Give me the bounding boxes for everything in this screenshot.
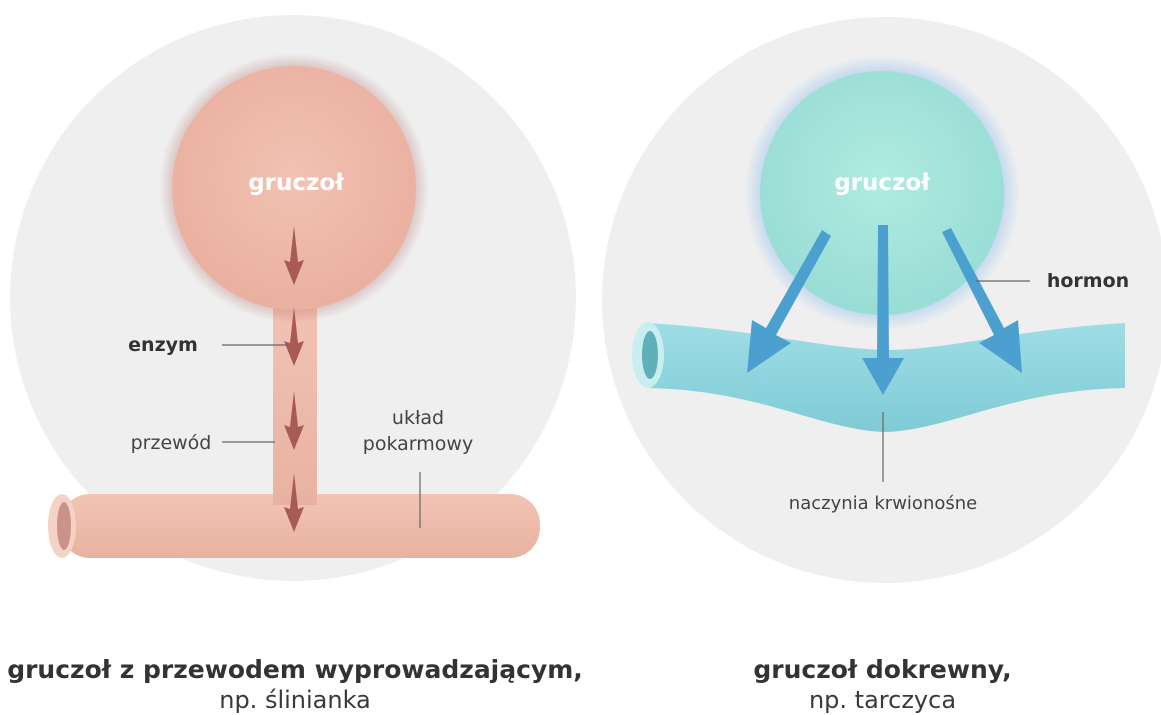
endocrine-caption-title: gruczoł dokrewny, bbox=[585, 655, 1161, 685]
duct-label: przewód bbox=[131, 432, 212, 454]
digestive-label-line1: układ bbox=[392, 407, 444, 429]
endocrine-caption: gruczoł dokrewny, np. tarczyca bbox=[585, 655, 1161, 715]
exocrine-caption-example: np. ślinianka bbox=[0, 685, 590, 715]
exocrine-panel: gruczoł enzym przewód układ pokarmowy bbox=[10, 15, 576, 581]
endocrine-caption-example: np. tarczyca bbox=[585, 685, 1161, 715]
exocrine-caption: gruczoł z przewodem wyprowadzającym, np.… bbox=[0, 655, 590, 715]
endocrine-gland-label: gruczoł bbox=[834, 170, 930, 196]
enzyme-label: enzym bbox=[128, 334, 198, 356]
exocrine-gland-label: gruczoł bbox=[248, 170, 344, 196]
hormone-label: hormon bbox=[1047, 270, 1129, 292]
digestive-label-line2: pokarmowy bbox=[363, 433, 473, 455]
endocrine-panel: gruczoł hormon naczynia krwionośne bbox=[602, 17, 1161, 583]
vessel-label: naczynia krwionośne bbox=[789, 493, 977, 514]
exocrine-caption-title: gruczoł z przewodem wyprowadzającym, bbox=[0, 655, 590, 685]
